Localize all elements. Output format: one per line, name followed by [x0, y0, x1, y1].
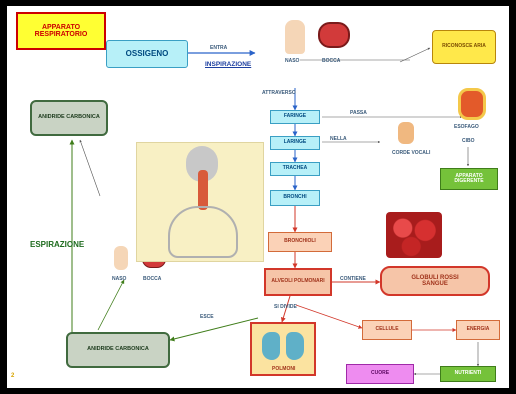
title-box: APPARATO RESPIRATORIO	[16, 12, 106, 50]
globuli-text: GLOBULI ROSSI	[411, 274, 459, 281]
label-si-divide: SI DIVIDE	[274, 304, 297, 310]
label-contiene: CONTIENE	[340, 276, 366, 282]
naso-label: NASO	[285, 58, 300, 64]
corde-label: CORDE VOCALI	[392, 150, 431, 156]
mouth-illustration	[318, 22, 350, 48]
arrow-espirazione-2	[97, 279, 125, 331]
vocal-cords-illustration	[398, 122, 414, 144]
naso2-label: NASO	[112, 276, 127, 282]
dx-box3: NUTRIENTI	[440, 366, 496, 382]
blood-cells-illustration	[386, 212, 442, 258]
aria-node: ANIDRIDE CARBONICA	[30, 100, 108, 136]
faringe-node: FARINGE	[270, 110, 320, 124]
anidride-node: ANIDRIDE CARBONICA	[66, 332, 170, 368]
lungs-outline	[168, 206, 238, 258]
globuli-node: GLOBULI ROSSI SANGUE	[380, 266, 490, 296]
trachea-node: TRACHEA	[270, 162, 320, 176]
bronchi-node: BRONCHI	[270, 190, 320, 206]
label-nella: NELLA	[330, 136, 347, 142]
label-attraverso: ATTRAVERSO	[262, 90, 296, 96]
label-passa: PASSA	[350, 110, 367, 116]
cibo-label: CIBO	[462, 138, 475, 144]
left-lung-icon	[262, 332, 280, 360]
airway-icon	[198, 170, 208, 210]
sangue-text: SANGUE	[422, 281, 448, 287]
apparato-dig-node: APPARATO DIGERENTE	[440, 168, 498, 190]
arrow-polmoni	[280, 295, 291, 323]
arrow-anidride	[169, 317, 259, 342]
label-entra: ENTRA	[210, 45, 228, 51]
esofago-label: ESOFAGO	[454, 124, 479, 130]
ossigeno-node: OSSIGENO	[106, 40, 188, 68]
bocca2-label: BOCCA	[143, 276, 162, 282]
polmoni-label: POLMONI	[272, 366, 296, 372]
inspirazione-label: INSPIRAZIONE	[205, 61, 252, 68]
dx-purple: CUORE	[346, 364, 414, 384]
bronchioli-node: BRONCHIOLI	[268, 232, 332, 252]
dx-box1: CELLULE	[362, 320, 412, 340]
riconosce-node: RICONOSCE ARIA	[432, 30, 496, 64]
nose-illustration	[285, 20, 305, 54]
arrow-riconosce	[399, 47, 431, 63]
bocca-label: BOCCA	[322, 58, 341, 64]
laringe-node: LARINGE	[270, 136, 320, 150]
right-lung-icon	[286, 332, 304, 360]
page-number: 2	[11, 373, 15, 379]
arrow-dx1	[295, 304, 363, 329]
dx-box2: ENERGIA	[456, 320, 500, 340]
alveoli-node: ALVEOLI POLMONARI	[264, 268, 332, 296]
stomach-illustration	[458, 88, 486, 120]
nose-illustration-2	[114, 246, 128, 270]
lungs-illustration	[250, 322, 316, 376]
arrow-naso2	[79, 139, 101, 197]
label-esce: ESCE	[200, 314, 214, 320]
espirazione-label: ESPIRAZIONE	[30, 240, 85, 249]
